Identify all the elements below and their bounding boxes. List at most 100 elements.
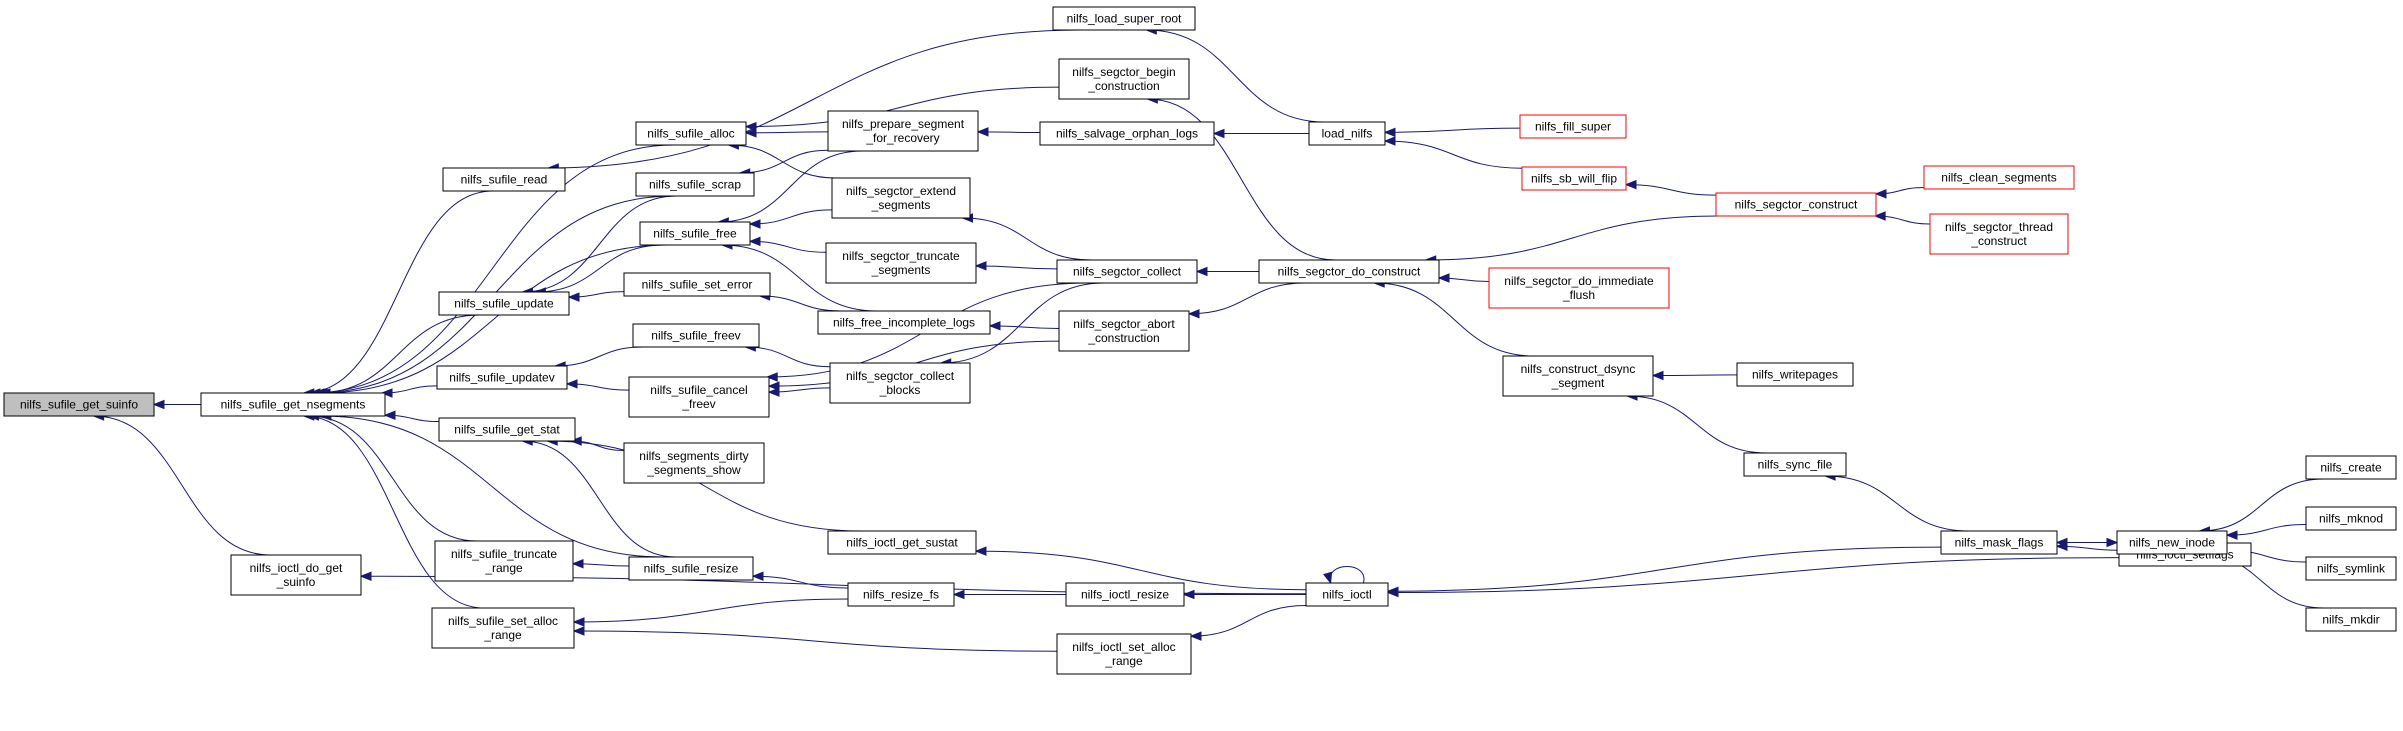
node-box <box>623 442 765 484</box>
edge-writepages-to-construct-dsync-segment <box>1652 374 1738 376</box>
node-box <box>200 392 386 417</box>
node-clean-segments[interactable]: nilfs_clean_segments <box>1923 165 2075 190</box>
node-sufile-read[interactable]: nilfs_sufile_read <box>442 167 566 192</box>
node-box <box>2116 530 2228 555</box>
node-label: nilfs_sync_file <box>1758 458 1833 472</box>
edge-segctor-do-construct-to-segctor-abort-construction <box>1188 282 1306 315</box>
node-label: _segments_show <box>646 463 741 477</box>
node-box <box>831 177 971 219</box>
edge-segctor-construct-to-sb-will-flip-arrowhead <box>1624 179 1637 190</box>
node-label: nilfs_prepare_segment <box>842 117 965 131</box>
node-box <box>2305 455 2397 480</box>
edge-sufile-read-to-get-nsegments <box>303 190 494 394</box>
edge-load-super-root-to-sufile-read <box>548 29 1080 169</box>
node-prepare-segment-for-recovery[interactable]: nilfs_prepare_segment_for_recovery <box>827 110 979 152</box>
node-label: nilfs_create <box>2320 461 2382 475</box>
node-box <box>827 530 977 555</box>
node-box <box>438 291 570 316</box>
node-label: nilfs_segctor_do_construct <box>1278 265 1421 279</box>
node-box <box>632 323 760 348</box>
node-sufile-alloc[interactable]: nilfs_sufile_alloc <box>635 121 747 146</box>
node-box <box>2305 607 2397 632</box>
node-sufile-update[interactable]: nilfs_sufile_update <box>438 291 570 316</box>
node-sufile-set-error[interactable]: nilfs_sufile_set_error <box>623 272 771 297</box>
node-box <box>1305 582 1389 607</box>
node-ioctl-resize[interactable]: nilfs_ioctl_resize <box>1065 582 1185 607</box>
node-ioctl-set-alloc-range[interactable]: nilfs_ioctl_set_alloc_range <box>1056 633 1192 675</box>
edge-segctor-do-construct-to-segctor-begin-construction <box>1147 98 1336 261</box>
node-segctor-collect-blocks[interactable]: nilfs_segctor_collect_blocks <box>829 362 971 404</box>
node-ioctl[interactable]: nilfs_ioctl <box>1305 582 1389 607</box>
node-segctor-construct[interactable]: nilfs_segctor_construct <box>1715 192 1877 217</box>
node-label: nilfs_sb_will_flip <box>1531 172 1617 186</box>
node-sufile-updatev[interactable]: nilfs_sufile_updatev <box>436 365 568 390</box>
node-salvage-orphan-logs[interactable]: nilfs_salvage_orphan_logs <box>1039 121 1215 146</box>
node-sb-will-flip[interactable]: nilfs_sb_will_flip <box>1521 166 1627 191</box>
edge-resize-fs-to-sufile-set-alloc-range-arrowhead <box>572 617 585 627</box>
node-sufile-scrap[interactable]: nilfs_sufile_scrap <box>635 172 755 197</box>
node-box <box>1929 213 2069 255</box>
edge-segctor-do-immediate-flush-to-segctor-do-construct-arrowhead <box>1437 273 1450 283</box>
node-box <box>817 310 991 335</box>
node-fill-super[interactable]: nilfs_fill_super <box>1519 114 1627 139</box>
edge-writepages-to-construct-dsync-segment-arrowhead <box>1651 370 1664 381</box>
node-segctor-collect[interactable]: nilfs_segctor_collect <box>1056 259 1198 284</box>
node-get-nsegments[interactable]: nilfs_sufile_get_nsegments <box>200 392 386 417</box>
edge-sufile-cancel-freev-to-sufile-updatev-arrowhead <box>565 379 578 389</box>
node-box <box>438 417 576 442</box>
node-label: _flush <box>1562 288 1595 302</box>
node-mask-flags[interactable]: nilfs_mask_flags <box>1940 530 2058 555</box>
node-sufile-free[interactable]: nilfs_sufile_free <box>639 221 751 246</box>
node-box <box>1519 114 1627 139</box>
node-box <box>230 554 362 596</box>
node-load-super-root[interactable]: nilfs_load_super_root <box>1052 6 1196 31</box>
node-segctor-do-immediate-flush[interactable]: nilfs_segctor_do_immediate_flush <box>1488 267 1670 309</box>
node-label: _segments <box>871 263 931 277</box>
node-sufile-cancel-freev[interactable]: nilfs_sufile_cancel_freev <box>628 376 770 418</box>
node-symlink[interactable]: nilfs_symlink <box>2305 556 2397 581</box>
node-sufile-set-alloc-range[interactable]: nilfs_sufile_set_alloc_range <box>431 607 575 649</box>
node-mknod[interactable]: nilfs_mknod <box>2305 506 2397 531</box>
node-box <box>628 556 754 581</box>
node-load-nilfs[interactable]: load_nilfs <box>1308 121 1386 146</box>
node-resize-fs[interactable]: nilfs_resize_fs <box>847 582 955 607</box>
node-get-suinfo[interactable]: nilfs_sufile_get_suinfo <box>3 392 155 417</box>
node-segctor-extend-segments[interactable]: nilfs_segctor_extend_segments <box>831 177 971 219</box>
node-construct-dsync-segment[interactable]: nilfs_construct_dsync_segment <box>1502 355 1654 397</box>
node-box <box>829 362 971 404</box>
node-ioctl-get-sustat[interactable]: nilfs_ioctl_get_sustat <box>827 530 977 555</box>
edge-sync-file-to-construct-dsync-segment <box>1627 395 1767 454</box>
edge-ioctl-to-ioctl <box>1329 566 1365 584</box>
node-label: nilfs_segctor_extend <box>846 184 956 198</box>
node-segctor-truncate-segments[interactable]: nilfs_segctor_truncate_segments <box>825 242 977 284</box>
edge-ioctl-to-ioctl-do-get-suinfo-arrowhead <box>359 571 372 581</box>
node-segments-dirty-show[interactable]: nilfs_segments_dirty_segments_show <box>623 442 765 484</box>
node-sufile-get-stat[interactable]: nilfs_sufile_get_stat <box>438 417 576 442</box>
node-label: nilfs_ioctl_get_sustat <box>846 536 958 550</box>
edge-segctor-begin-construction-to-sufile-alloc <box>745 86 1060 128</box>
edge-prepare-segment-for-recovery-to-sufile-free <box>718 150 863 223</box>
edge-segctor-truncate-segments-to-sufile-free-arrowhead <box>748 236 761 247</box>
node-writepages[interactable]: nilfs_writepages <box>1736 362 1854 387</box>
node-free-incomplete-logs[interactable]: nilfs_free_incomplete_logs <box>817 310 991 335</box>
node-sufile-freev[interactable]: nilfs_sufile_freev <box>632 323 760 348</box>
node-create[interactable]: nilfs_create <box>2305 455 2397 480</box>
edge-ioctl-to-ioctl-set-alloc-range-arrowhead <box>1189 631 1202 641</box>
node-box <box>639 221 751 246</box>
node-sufile-truncate-range[interactable]: nilfs_sufile_truncate_range <box>434 540 574 582</box>
node-segctor-abort-construction[interactable]: nilfs_segctor_abort_construction <box>1058 310 1190 352</box>
node-segctor-begin-construction[interactable]: nilfs_segctor_begin_construction <box>1058 58 1190 100</box>
node-segctor-do-construct[interactable]: nilfs_segctor_do_construct <box>1258 259 1440 284</box>
edge-sufile-update-to-get-nsegments <box>317 314 480 394</box>
edge-mask-flags-to-sync-file <box>1825 475 1969 532</box>
node-ioctl-do-get-suinfo[interactable]: nilfs_ioctl_do_get_suinfo <box>230 554 362 596</box>
node-label: nilfs_construct_dsync <box>1521 362 1636 376</box>
edge-segctor-thread-construct-to-segctor-construct-arrowhead <box>1873 211 1886 221</box>
node-new-inode[interactable]: nilfs_new_inode <box>2116 530 2228 555</box>
node-label: nilfs_resize_fs <box>863 588 939 602</box>
node-sufile-resize[interactable]: nilfs_sufile_resize <box>628 556 754 581</box>
node-mkdir[interactable]: nilfs_mkdir <box>2305 607 2397 632</box>
node-segctor-thread-construct[interactable]: nilfs_segctor_thread_construct <box>1929 213 2069 255</box>
edge-ioctl-to-ioctl-get-sustat-arrowhead <box>974 546 987 556</box>
node-sync-file[interactable]: nilfs_sync_file <box>1743 452 1847 477</box>
